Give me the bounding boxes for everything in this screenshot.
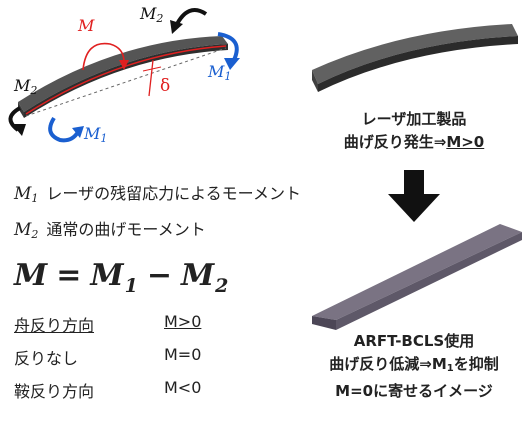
moment-formula: M=M1−M2 [14,258,230,297]
moment-m-label: M [78,16,95,35]
moment-m2-left-arrow [8,106,26,136]
moment-m2-top-arrow [170,8,208,34]
down-arrow [388,170,440,222]
bent-beam-illustration [18,36,228,118]
deflection-label: δ [160,76,171,96]
moment-m1-right-arrow [217,32,240,70]
moment-m1-left-arrow [48,116,84,143]
moment-m1-left-label: M1 [84,124,108,145]
caption-laser-product: レーザ加工製品 曲げ反り発生⇒M>0 [343,110,485,151]
product-flat-illustration [312,224,522,330]
moment-m1-right-label: M1 [208,62,232,83]
moment-m-arrow [82,42,129,71]
moment-m2-left-label: M2 [14,76,38,97]
caption-arft-bcls: ARFT-BCLS使用 曲げ反り低減⇒M1を抑制 M=0に寄せるイメージ [329,332,499,400]
moment-m2-top-label: M2 [140,4,164,25]
product-warped-illustration [312,24,518,92]
